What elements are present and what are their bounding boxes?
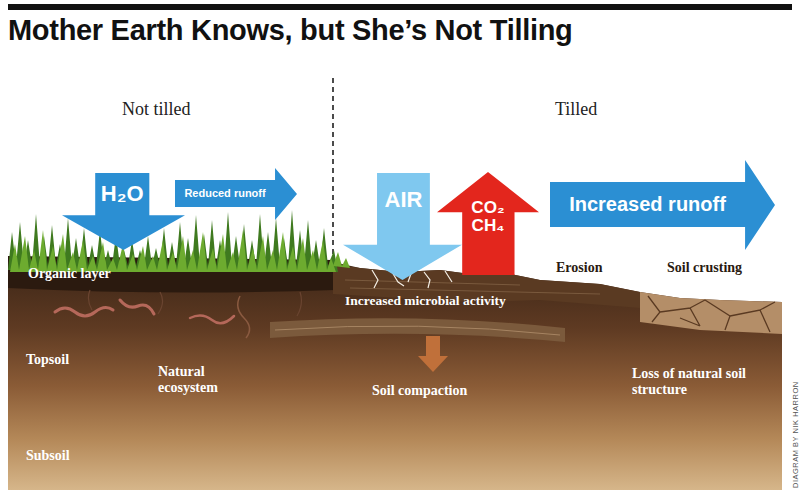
arrow-fill xyxy=(343,173,462,280)
flow-arrow: H₂O xyxy=(62,173,185,250)
section-heading: Tilled xyxy=(555,99,597,120)
layer-label: Subsoil xyxy=(26,448,70,464)
flow-arrow: Increased runoff xyxy=(550,160,775,250)
label-wrap: DIAGRAM BY NIK HARRON xyxy=(784,381,800,488)
arrow-text-box: Reduced runoff xyxy=(175,180,275,207)
arrow-text-box: Increased runoff xyxy=(550,182,745,227)
arrow-text-box: AIR xyxy=(377,177,430,222)
label-wrap: Erosion xyxy=(556,258,602,276)
flow-arrow: AIR xyxy=(343,173,462,280)
surface-note: Erosion xyxy=(556,260,602,276)
title-wrap: Mother Earth Knows, but She’s Not Tillin… xyxy=(8,14,573,47)
label-wrap: Subsoil xyxy=(26,446,70,464)
arrow-label: Reduced runoff xyxy=(184,188,265,200)
arrow-fill xyxy=(175,168,297,220)
layer-label: Organic layer xyxy=(28,266,111,282)
arrow-text-box: H₂O xyxy=(95,173,149,215)
section-heading: Not tilled xyxy=(122,99,191,120)
arrow-label: Increased runoff xyxy=(569,194,726,216)
label-wrap: Natural ecosystem xyxy=(158,364,250,396)
surface-note: Soil crusting xyxy=(667,260,742,276)
label-wrap: Soil compaction xyxy=(372,381,467,399)
label-wrap: Organic layer xyxy=(28,264,111,282)
label-wrap: Soil crusting xyxy=(667,258,742,276)
arrow-label: H₂O xyxy=(101,182,144,206)
label-wrap: Tilled xyxy=(555,99,597,120)
arrow-text-box: CO₂ CH₄ xyxy=(457,188,518,246)
soil-note: Increased microbial activity xyxy=(345,293,506,309)
layer-label: Topsoil xyxy=(26,352,69,368)
credit-text: DIAGRAM BY NIK HARRON xyxy=(792,381,800,488)
arrow-fill xyxy=(437,172,539,275)
label-wrap: Loss of natural soil structure xyxy=(632,366,760,398)
arrow-label: AIR xyxy=(385,188,423,212)
flow-arrow: Reduced runoff xyxy=(175,168,297,220)
diagram-title: Mother Earth Knows, but She’s Not Tillin… xyxy=(8,14,573,46)
label-wrap: Increased microbial activity xyxy=(345,291,506,309)
soil-note: Soil compaction xyxy=(372,383,467,399)
label-wrap: Not tilled xyxy=(122,99,191,120)
arrow-fill xyxy=(550,160,775,250)
arrow-fill xyxy=(62,173,185,250)
flow-arrow: CO₂ CH₄ xyxy=(437,172,539,275)
soil-note: Natural ecosystem xyxy=(158,364,250,396)
arrow-label: CO₂ CH₄ xyxy=(457,199,518,236)
label-wrap: Topsoil xyxy=(26,350,69,368)
soil-note: Loss of natural soil structure xyxy=(632,366,760,398)
